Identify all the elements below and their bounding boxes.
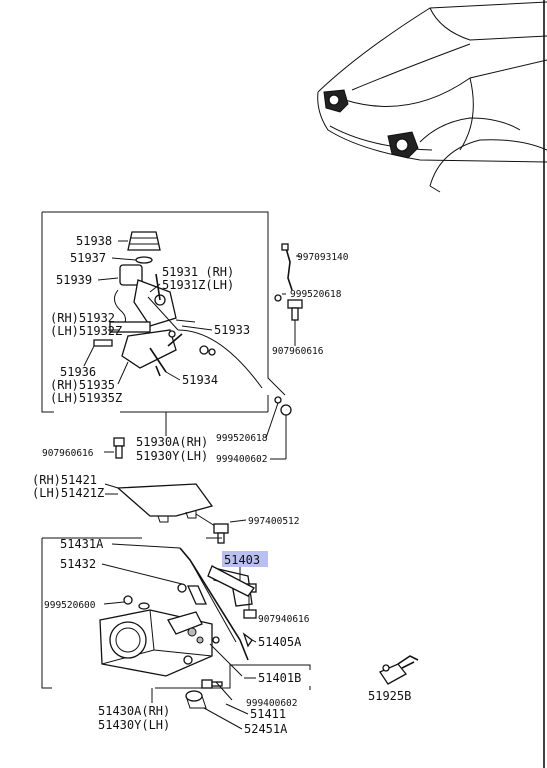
label-999520600: 999520600: [44, 600, 96, 611]
label-51932z-lh: (LH)51932Z: [50, 324, 122, 338]
label-999400602-b: 999400602: [246, 698, 297, 709]
label-51935z-lh: (LH)51935Z: [50, 391, 122, 405]
label-51939: 51939: [56, 273, 92, 287]
label-999520618-a: 999520618: [290, 289, 342, 300]
label-51938: 51938: [76, 234, 112, 248]
label-51401b: 51401B: [258, 671, 301, 685]
seal-strip-51403: [207, 565, 255, 597]
label-999520618-b: 999520618: [216, 433, 268, 444]
label-51431a: 51431A: [60, 537, 104, 551]
label-51421-rh: (RH)51421: [32, 473, 97, 487]
label-997400512: 997400512: [248, 516, 299, 527]
housing-parts: [99, 547, 257, 709]
car-front-illustration: [317, 1, 547, 193]
label-997093140: 997093140: [297, 252, 349, 263]
label-51934: 51934: [182, 373, 218, 387]
retractor-motor-parts: [93, 231, 263, 389]
connector-51925b: [379, 655, 419, 685]
label-51411: 51411: [250, 707, 286, 721]
label-51421z-lh: (LH)51421Z: [32, 486, 104, 500]
label-51930y-lh: 51930Y(LH): [136, 449, 208, 463]
label-907960616-b: 907960616: [42, 448, 94, 459]
label-51430y-lh: 51430Y(LH): [98, 718, 170, 732]
label-51403: 51403: [224, 553, 260, 567]
label-box-gap: [309, 670, 311, 686]
label-51930a-rh: 51930A(RH): [136, 435, 208, 449]
headlamp-cover-plate: [104, 483, 229, 544]
label-51430a-rh: 51430A(RH): [98, 704, 170, 718]
label-51936: 51936: [60, 365, 96, 379]
label-999400602-a: 999400602: [216, 454, 267, 465]
label-51935-rh: (RH)51935: [50, 378, 115, 392]
label-51925b: 51925B: [368, 689, 411, 703]
label-907960616-a: 907960616: [272, 346, 324, 357]
label-51937: 51937: [70, 251, 106, 265]
part-labels: 51938 51937 51939 51931 (RH) 51931Z(LH) …: [32, 234, 411, 736]
label-907940616: 907940616: [258, 614, 310, 625]
label-51432: 51432: [60, 557, 96, 571]
label-51931-rh: 51931 (RH): [162, 265, 234, 279]
highlight-51403: [222, 551, 268, 567]
label-51933: 51933: [214, 323, 250, 337]
label-51405a: 51405A: [258, 635, 302, 649]
retractor-assembly-box: [41, 211, 286, 436]
label-51931z-lh: 51931Z(LH): [162, 278, 234, 292]
label-52451a: 52451A: [244, 722, 288, 736]
label-51932-rh: (RH)51932: [50, 311, 115, 325]
retractor-hardware: [113, 243, 303, 459]
